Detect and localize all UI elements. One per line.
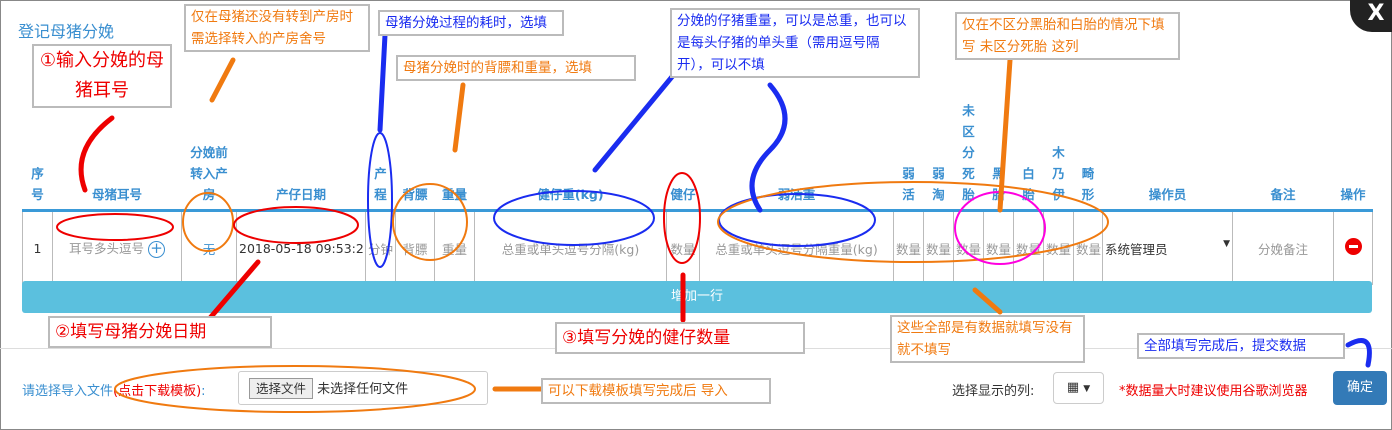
annotation-ear: ①输入分娩的母猪耳号: [32, 44, 172, 108]
grid-icon: ▦: [1066, 380, 1080, 395]
import-label: 请选择导入文件(点击下载模板):: [22, 384, 206, 399]
stillborn-count-input[interactable]: 数量: [953, 210, 984, 285]
ear-input[interactable]: 耳号多头逗号 +: [52, 210, 182, 285]
file-input[interactable]: 选择文件 未选择任何文件: [238, 371, 488, 405]
mummy-count-input[interactable]: 数量: [1043, 210, 1074, 285]
row-index: 1: [22, 210, 53, 285]
header-row: 序号 母猪耳号 分娩前转入产房 产仔日期 产程 背膘 重量 健仔重(kg) 健仔…: [22, 100, 1373, 212]
dropdown-arrow-icon: ▼: [1223, 238, 1230, 249]
ear-placeholder: 耳号多头逗号: [68, 241, 144, 256]
annotation-piglet-weight: 分娩的仔猪重量，可以是总重，也可以是每头仔猪的单头重（需用逗号隔开），可以不填: [670, 8, 920, 78]
col-room: 分娩前转入产房: [181, 100, 237, 212]
file-status: 未选择任何文件: [317, 382, 409, 397]
annotation-backfat: 母猪分娩时的背膘和重量，选填: [396, 55, 636, 81]
col-action: 操作: [1333, 100, 1373, 212]
annotation-room: 仅在母猪还没有转到产房时需选择转入的产房舍号: [184, 4, 370, 52]
col-backfat: 背膘: [395, 100, 435, 212]
download-template-link[interactable]: (点击下载模板): [113, 384, 202, 399]
operator-select[interactable]: 系统管理员 ▼: [1102, 210, 1233, 285]
black-count-input[interactable]: 数量: [983, 210, 1014, 285]
browser-warning: *数据量大时建议使用谷歌浏览器: [1119, 384, 1308, 399]
caret-down-icon: ▼: [1083, 384, 1091, 394]
col-date: 产仔日期: [236, 100, 366, 212]
healthy-count-input[interactable]: 数量: [666, 210, 700, 285]
deformed-count-input[interactable]: 数量: [1073, 210, 1103, 285]
annotation-date: ②填写母猪分娩日期: [48, 316, 272, 348]
annotation-duration: 母猪分娩过程的耗时，选填: [378, 10, 564, 36]
col-stillborn: 未区分死胎: [953, 100, 984, 212]
col-cull: 弱淘: [923, 100, 954, 212]
columns-toggle-button[interactable]: ▦ ▼: [1053, 372, 1104, 404]
weak-count-input[interactable]: 数量: [893, 210, 924, 285]
col-index: 序号: [22, 100, 53, 212]
col-weight: 重量: [434, 100, 475, 212]
dialog-title: 登记母猪分娩: [18, 22, 115, 41]
room-select[interactable]: 无: [181, 210, 237, 285]
plus-icon[interactable]: +: [148, 241, 165, 258]
note-input[interactable]: 分娩备注: [1232, 210, 1334, 285]
annotation-import: 可以下载模板填写完成后 导入: [541, 378, 771, 404]
choose-file-button[interactable]: 选择文件: [249, 378, 314, 399]
close-button[interactable]: X: [1350, 0, 1392, 32]
col-mummy: 木乃伊: [1043, 100, 1074, 212]
delete-row-button[interactable]: [1333, 210, 1373, 285]
table-row: 1 耳号多头逗号+ 无 2018-05-18 09:53:2 分钟 背膘 重量 …: [22, 210, 1373, 285]
columns-label: 选择显示的列:: [952, 384, 1035, 399]
col-healthy-weight: 健仔重(kg): [474, 100, 667, 212]
add-row-button[interactable]: 增加一行: [22, 281, 1372, 313]
confirm-button[interactable]: 确定: [1333, 371, 1387, 405]
healthy-weight-input[interactable]: 总重或单头逗号分隔(kg): [474, 210, 667, 285]
annotation-healthy-count: ③填写分娩的健仔数量: [555, 322, 805, 354]
date-input[interactable]: 2018-05-18 09:53:2: [236, 210, 366, 285]
col-ear: 母猪耳号: [52, 100, 182, 212]
col-healthy: 健仔: [666, 100, 700, 212]
col-white: 白胎: [1013, 100, 1044, 212]
weight-input[interactable]: 重量: [434, 210, 475, 285]
annotation-optional: 这些全部是有数据就填写没有就不填写: [890, 315, 1085, 363]
operator-value: 系统管理员: [1105, 241, 1168, 257]
remove-icon: [1344, 238, 1362, 255]
backfat-input[interactable]: 背膘: [395, 210, 435, 285]
col-deformed: 畸形: [1073, 100, 1103, 212]
annotation-stillborn: 仅在不区分黑胎和白胎的情况下填写 未区分死胎 这列: [955, 12, 1180, 60]
col-weak-weight: 弱活重: [699, 100, 894, 212]
cull-count-input[interactable]: 数量: [923, 210, 954, 285]
farrowing-table: 序号 母猪耳号 分娩前转入产房 产仔日期 产程 背膘 重量 健仔重(kg) 健仔…: [22, 100, 1373, 285]
annotation-submit: 全部填写完成后，提交数据: [1137, 333, 1345, 359]
col-duration: 产程: [365, 100, 396, 212]
col-operator: 操作员: [1102, 100, 1233, 212]
col-black: 黑胎: [983, 100, 1014, 212]
col-weak: 弱活: [893, 100, 924, 212]
weak-weight-input[interactable]: 总重或单头逗号分隔重量(kg): [699, 210, 894, 285]
white-count-input[interactable]: 数量: [1013, 210, 1044, 285]
duration-input[interactable]: 分钟: [365, 210, 396, 285]
col-note: 备注: [1232, 100, 1334, 212]
